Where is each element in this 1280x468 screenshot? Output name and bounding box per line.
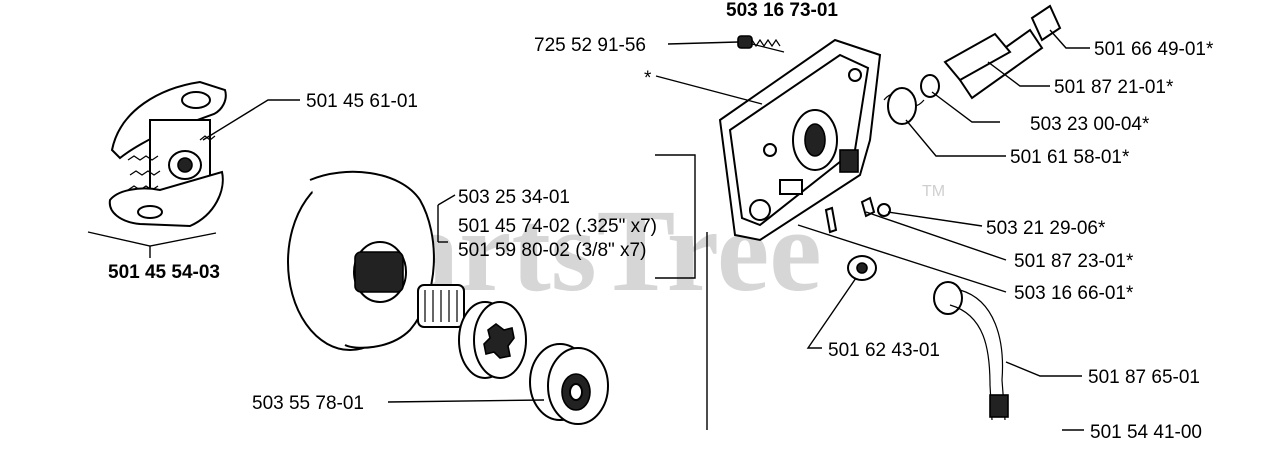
part-label-501-87-23-01: 501 87 23-01* xyxy=(1014,251,1134,272)
small-pin-drawing xyxy=(860,196,876,218)
pump-plunger-drawing xyxy=(824,206,838,234)
needle-bearing-drawing xyxy=(417,284,465,328)
oil-hose-drawing xyxy=(933,281,1009,421)
screw-drawing xyxy=(737,35,785,53)
assembly-label-oil-pump: 503 16 73-01 xyxy=(726,0,838,21)
part-label-501-66-49-01: 501 66 49-01* xyxy=(1094,39,1214,60)
sprocket-drawing xyxy=(458,301,527,379)
leader-501-61-58-01 xyxy=(905,119,1006,157)
part-label-503-16-66-01: 503 16 66-01* xyxy=(1014,283,1134,304)
leader-503-16-66-01 xyxy=(797,224,1007,293)
part-label-501-87-65-01: 501 87 65-01 xyxy=(1088,367,1200,388)
assembly-label-clutch: 501 45 54-03 xyxy=(108,262,220,283)
part-label-501-54-41-00: 501 54 41-00 xyxy=(1090,422,1202,443)
watermark-trademark: TM xyxy=(922,183,945,200)
part-label-asterisk: * xyxy=(644,68,652,89)
part-label-501-61-58-01: 501 61 58-01* xyxy=(1010,147,1130,168)
part-label-503-25-34-01: 503 25 34-01 xyxy=(458,187,570,208)
part-label-501-45-74-02: 501 45 74-02 (.325" x7) xyxy=(458,216,657,237)
leader-503-23-00-04 xyxy=(931,91,1000,123)
part-label-503-23-00-04: 503 23 00-04* xyxy=(1030,114,1150,135)
small-screw-drawing xyxy=(877,203,891,217)
leader-501-62-43-01 xyxy=(806,277,857,349)
pump-shaft-drawing xyxy=(883,4,1062,125)
leader-501-87-65-01 xyxy=(1005,361,1082,377)
part-label-501-87-21-01: 501 87 21-01* xyxy=(1054,77,1174,98)
cover-plate-drawing xyxy=(718,38,882,242)
clutch-assembly-drawing xyxy=(108,80,227,228)
leader-725-52-91-56 xyxy=(667,41,739,45)
leader-503-55-78-01 xyxy=(387,399,545,403)
leader-501-45-61-01 xyxy=(202,99,300,141)
nut-drawing xyxy=(847,255,877,281)
part-label-501-45-61-01: 501 45 61-01 xyxy=(306,91,418,112)
leader-asterisk xyxy=(655,75,763,105)
clutch-assembly-bracket xyxy=(87,231,217,247)
part-label-503-21-29-06: 503 21 29-06* xyxy=(986,218,1106,239)
sprocket-group-bracket xyxy=(655,154,696,279)
part-label-725-52-91-56: 725 52 91-56 xyxy=(534,35,646,56)
part-label-501-62-43-01: 501 62 43-01 xyxy=(828,340,940,361)
leader-501-66-49-01 xyxy=(1049,29,1090,49)
leader-503-21-29-06 xyxy=(887,211,983,227)
leader-501-87-21-01 xyxy=(987,61,1050,87)
part-label-503-55-78-01: 503 55 78-01 xyxy=(252,393,364,414)
part-label-501-59-80-02: 501 59 80-02 (3/8" x7) xyxy=(458,240,646,261)
clutch-drum-drawing xyxy=(287,170,435,351)
leader-501-87-23-01 xyxy=(865,211,1007,261)
rim-sprocket-drawing xyxy=(529,343,609,425)
